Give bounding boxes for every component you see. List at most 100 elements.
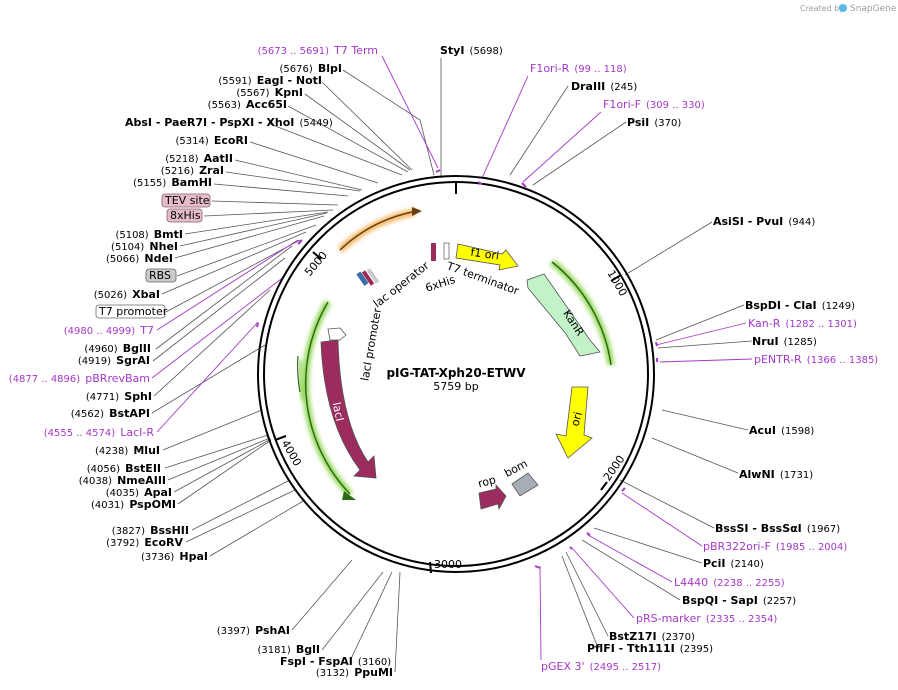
enzyme-label-bsteii[interactable]: (4056) BstEII: [87, 457, 161, 476]
feature-marker-gray: [366, 268, 380, 284]
enzyme-label-apai[interactable]: (4035) ApaI: [106, 481, 172, 500]
enzyme-position: (370): [654, 118, 681, 129]
enzyme-position: (5155): [133, 178, 166, 189]
enzyme-labels: StyI (5698) (5676) BlpI(5591) EagI - NotI…: [71, 39, 855, 680]
primer-label-f1ori-f[interactable]: F1ori-F (309 .. 330): [603, 93, 705, 112]
enzyme-label-nhei[interactable]: (5104) NheI: [111, 235, 178, 254]
enzyme-name: MluI: [133, 444, 160, 457]
feature-laci[interactable]: [320, 339, 377, 479]
primer-name: F1ori-R: [530, 62, 570, 75]
leader-l4440: [587, 534, 673, 583]
enzyme-label-ppumi[interactable]: (3132) PpuMI: [316, 661, 393, 680]
enzyme-label-pspomi[interactable]: (4031) PspOMI: [91, 493, 176, 512]
feature-rop[interactable]: [478, 483, 507, 511]
feature-f1-ori[interactable]: [455, 243, 519, 271]
enzyme-position: (5218): [165, 154, 198, 165]
enzyme-label-bamhi[interactable]: (5155) BamHI: [133, 171, 212, 190]
box-t7-promoter[interactable]: [95, 304, 166, 319]
enzyme-label-pshai[interactable]: (3397) PshAI: [217, 619, 290, 638]
primer-label-pgex-3-[interactable]: pGEX 3' (2495 .. 2517): [541, 655, 661, 674]
leader-xbai: [161, 231, 307, 295]
enzyme-label-sgrai[interactable]: (4919) SgrAI: [78, 349, 150, 368]
enzyme-label-acui[interactable]: AcuI (1598): [749, 419, 814, 438]
enzyme-label-mlui[interactable]: (4238) MluI: [95, 439, 160, 458]
enzyme-label-aatii[interactable]: (5218) AatII: [165, 147, 233, 166]
feature-kanr[interactable]: [526, 273, 601, 357]
leader-pspomi: [177, 439, 272, 505]
box-8xhis[interactable]: [166, 208, 203, 223]
enzyme-label-eagi[interactable]: (5591) EagI - NotI: [218, 69, 322, 88]
enzyme-label-acc65i[interactable]: (5563) Acc65I: [208, 93, 287, 112]
enzyme-label-hpai[interactable]: (3736) HpaI: [141, 545, 208, 564]
enzyme-label-ndei[interactable]: (5066) NdeI: [106, 247, 173, 266]
enzyme-label-blpi[interactable]: (5676) BlpI: [280, 57, 342, 76]
leader-bsshii: [191, 479, 291, 531]
enzyme-name: NruI: [752, 335, 779, 348]
box-label-8xhis: 8xHis: [170, 209, 201, 222]
enzyme-label-nrui[interactable]: NruI (1285): [752, 330, 817, 349]
enzyme-position: (4038): [79, 476, 112, 487]
primer-label-kan-r[interactable]: Kan-R (1282 .. 1301): [748, 312, 857, 331]
enzyme-position: (2370): [662, 632, 695, 643]
enzyme-label-fspi[interactable]: FspI - FspAI (3160): [280, 650, 391, 669]
primer-label-prs-marker[interactable]: pRS-marker (2335 .. 2354): [636, 607, 777, 626]
leader-eagi: [321, 81, 413, 171]
enzyme-label-absi[interactable]: AbsI - PaeR7I - PspXI - XhoI (5449): [125, 111, 333, 130]
leader-hpai: [209, 499, 306, 557]
leader-ndei: [174, 215, 325, 259]
primer-label-t7-term[interactable]: (5673 .. 5691) T7 Term: [258, 39, 378, 58]
feature-lac-operator[interactable]: [356, 271, 369, 286]
enzyme-label-ecori[interactable]: (5314) EcoRI: [175, 129, 248, 148]
enzyme-label-bspdi[interactable]: BspDI - ClaI (1249): [745, 294, 855, 313]
primer-label-pentr-r[interactable]: pENTR-R (1366 .. 1385): [754, 348, 878, 367]
primer-label-pbr322ori-f[interactable]: pBR322ori-F (1985 .. 2004): [703, 535, 847, 554]
enzyme-label-bstapi[interactable]: (4562) BstAPI: [71, 402, 150, 421]
leader-bamhi: [213, 183, 349, 197]
primer-mark-prs-marker: [569, 546, 573, 550]
enzyme-name: PsiI: [627, 116, 649, 129]
enzyme-label-ecorv[interactable]: (3792) EcoRV: [106, 531, 183, 550]
primer-label-f1ori-r[interactable]: F1ori-R (99 .. 118): [530, 57, 627, 76]
primer-label-pbrrevbam[interactable]: (4877 .. 4896) pBRrevBam: [9, 367, 150, 386]
leader-pbr322ori-f: [621, 492, 703, 547]
box-label-rbs: RBS: [149, 269, 171, 282]
leader-bsteii: [164, 434, 269, 469]
feature-laci-promoter[interactable]: [327, 327, 347, 341]
enzyme-label-bmti[interactable]: (5108) BmtI: [115, 223, 183, 242]
enzyme-label-pflfi[interactable]: PflFI - Tth111I (2395): [587, 637, 713, 656]
enzyme-label-styi[interactable]: StyI (5698): [440, 39, 503, 58]
enzyme-label-bspqi[interactable]: BspQI - SapI (2257): [682, 589, 796, 608]
enzyme-label-alwni[interactable]: AlwNI (1731): [739, 463, 813, 482]
feature-t7-terminator[interactable]: [443, 242, 450, 260]
green-highlight-inner: [297, 359, 307, 401]
enzyme-label-sphi[interactable]: (4771) SphI: [86, 385, 152, 404]
enzyme-label-psii[interactable]: PsiI (370): [627, 111, 681, 130]
primer-label-laci-r[interactable]: (4555 .. 4574) LacI-R: [44, 421, 155, 440]
primer-mark-kan-r: [655, 341, 658, 347]
enzyme-label-xbai[interactable]: (5026) XbaI: [94, 283, 160, 302]
enzyme-position: (4238): [95, 446, 128, 457]
primer-label-t7[interactable]: (4980 .. 4999) T7: [64, 319, 154, 338]
enzyme-label-kpni[interactable]: (5567) KpnI: [236, 81, 303, 100]
leader-8xhis: [203, 209, 334, 217]
enzyme-label-bgli[interactable]: (3181) BglI: [258, 638, 320, 657]
enzyme-label-bstz17i[interactable]: BstZ17I (2370): [609, 625, 695, 644]
feature-ori[interactable]: [555, 386, 593, 459]
enzyme-label-draiii[interactable]: DraIII (245): [571, 75, 637, 94]
enzyme-label-nmeaiii[interactable]: (4038) NmeAIII: [79, 469, 166, 488]
enzyme-label-bsssi[interactable]: BssSI - BssSαI (1967): [715, 517, 840, 536]
enzyme-label-zrai[interactable]: (5216) ZraI: [161, 159, 224, 178]
box-tev-site[interactable]: [161, 193, 211, 208]
enzyme-label-pcii[interactable]: PciI (2140): [703, 552, 764, 571]
feature-bom[interactable]: [511, 472, 539, 497]
enzyme-label-bglii[interactable]: (4960) BglII: [84, 337, 151, 356]
primer-name: pBR322ori-F: [703, 540, 771, 553]
primer-label-l4440[interactable]: L4440 (2238 .. 2255): [674, 571, 785, 590]
enzyme-label-asisi[interactable]: AsiSI - PvuI (944): [713, 210, 815, 229]
leader-nhei: [179, 212, 328, 247]
box-rbs[interactable]: [145, 268, 177, 283]
feature-6xhis[interactable]: [431, 243, 436, 261]
leader-t7: [156, 239, 299, 331]
enzyme-name: PpuMI: [354, 666, 393, 679]
enzyme-label-bsshii[interactable]: (3827) BssHII: [112, 519, 189, 538]
